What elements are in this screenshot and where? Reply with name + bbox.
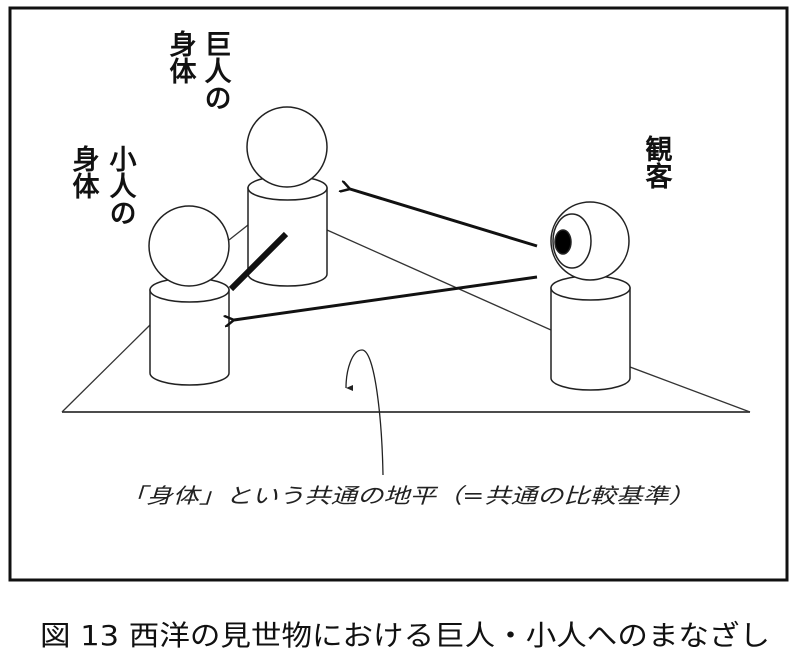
eye-pupil-icon [554, 229, 572, 255]
dwarf-label-line1: 小人の [105, 145, 137, 226]
giant-label-line2: 身体 [165, 29, 197, 84]
audience-figure [550, 201, 631, 391]
audience-label: 観客 [641, 134, 673, 189]
gaze-arrow-to-dwarf [234, 275, 538, 320]
plane-pointer-arrow [345, 349, 384, 476]
ground-plane [61, 224, 751, 413]
dwarf-label-line2: 身体 [68, 144, 100, 199]
height-difference-bar [228, 231, 289, 292]
giant-label-line1: 巨人の [200, 30, 232, 111]
giant-body-figure [246, 106, 328, 287]
dwarf-body-figure [148, 205, 230, 386]
figure-caption: 図 13 西洋の見世物における巨人・小人へのまなざし [40, 619, 770, 652]
plane-label: 「身体」という共通の地平（=共通の比較基準） [120, 484, 695, 508]
gaze-arrow-to-giant [350, 189, 538, 248]
figure-frame [8, 6, 789, 582]
